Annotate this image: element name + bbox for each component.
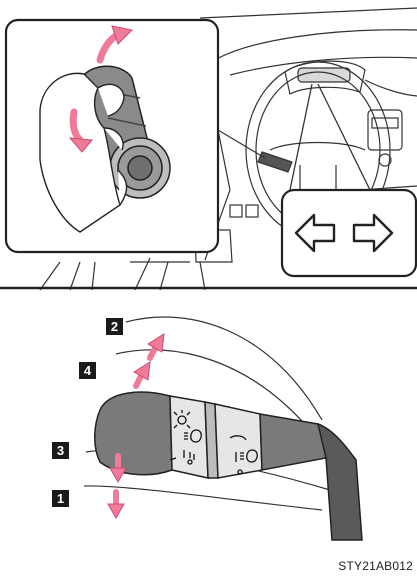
position-badge-4: 4 (79, 362, 96, 379)
arrow-position-2 (148, 334, 164, 358)
indicator-callout (282, 190, 416, 276)
arrow-position-4 (134, 362, 150, 386)
figure-code: STY21AB012 (338, 559, 413, 573)
callout-leader (290, 84, 370, 190)
arrow-position-1 (108, 492, 124, 518)
position-badge-3: 3 (52, 442, 69, 459)
position-badge-1: 1 (52, 490, 69, 507)
position-badge-2: 2 (106, 318, 123, 335)
turn-signal-lever (95, 392, 362, 540)
